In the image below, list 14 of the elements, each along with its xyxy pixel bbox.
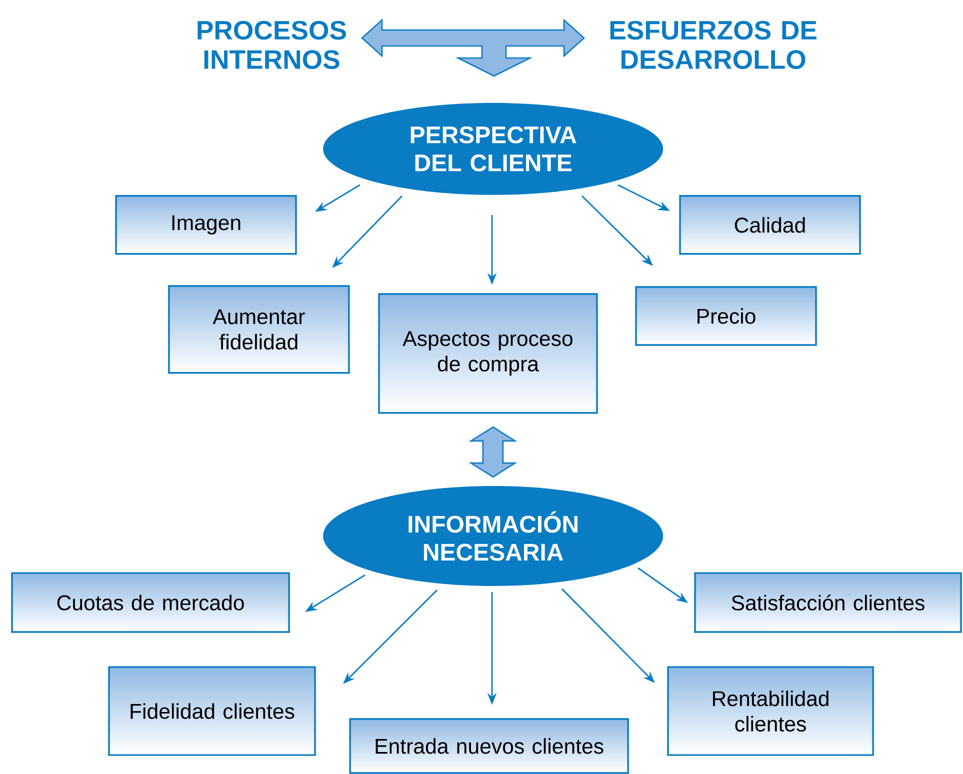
block-arrow <box>361 18 585 77</box>
item-box: Calidad <box>679 195 861 255</box>
heading-text: PROCESOS INTERNOS <box>198 20 346 70</box>
heading-text: ESFUERZOS DE DESARROLLO <box>610 20 816 70</box>
item-box: Cuotas de mercado <box>11 572 290 633</box>
block-arrow <box>468 426 518 478</box>
item-box: Precio <box>635 286 817 346</box>
item-box: Entrada nuevos clientes <box>349 718 629 774</box>
item-box: Satisfacción clientes <box>694 572 962 633</box>
item-box: Rentabilidad clientes <box>667 666 874 756</box>
item-box: Fidelidad clientes <box>108 666 316 756</box>
item-box: Aspectos proceso de compra <box>378 293 598 414</box>
item-box: Aumentar fidelidad <box>168 285 350 374</box>
item-box: Imagen <box>115 195 297 255</box>
